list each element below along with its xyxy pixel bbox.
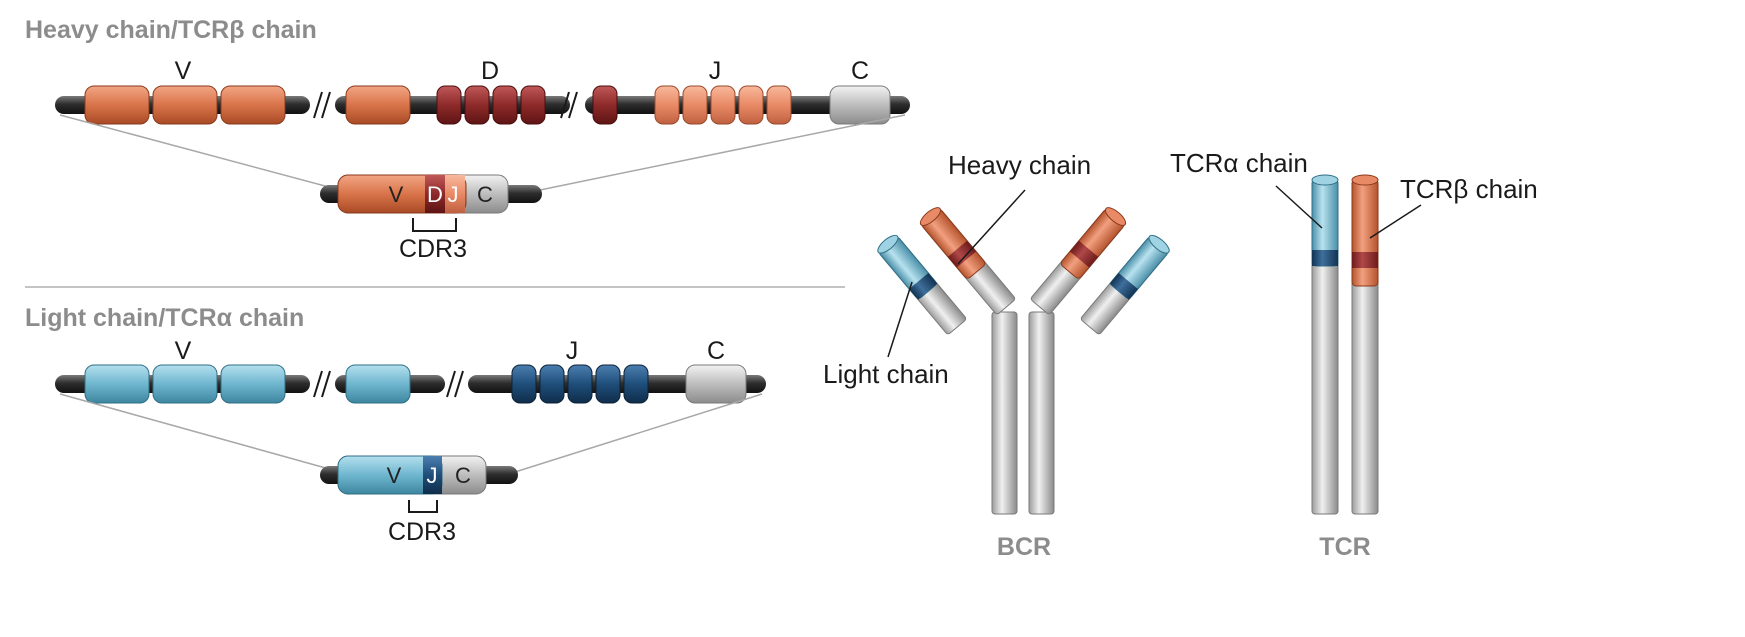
heavy-v-segment [152,85,218,125]
heavy-chain-pointer [957,189,1026,265]
heavy-rearr-d-label: D [427,182,443,207]
light-section-title: Light chain/TCRα chain [25,304,304,332]
bcr-label: BCR [997,533,1051,561]
break-mark [560,91,578,119]
heavy-germline-locus [55,85,910,125]
recombination-line [59,114,341,191]
light-chain-pointer [887,281,913,358]
heavy-j-segment [738,85,764,125]
tcr-structure: TCRα chain TCRβ chain TCR [1170,148,1538,561]
heavy-j-segment [682,85,708,125]
heavy-c-label: C [851,57,869,85]
heavy-rearranged-gene: V D J C [320,174,542,214]
heavy-cdr3-label: CDR3 [399,235,467,263]
heavy-d-segment [520,85,546,125]
light-j-segment [595,364,621,404]
heavy-j-segment [654,85,680,125]
light-j-segment [623,364,649,404]
bcr-right-light-arm [1080,234,1170,335]
light-rearr-c-label: C [455,463,471,488]
heavy-j-segment [766,85,792,125]
bcr-left-light-arm [877,234,967,335]
heavy-d-segment [592,85,618,125]
light-rearr-v-label: V [387,463,402,488]
light-rearranged-gene: V J C [320,455,518,495]
light-chain-section: Light chain/TCRα chain V J C [25,304,766,546]
light-c-segment [685,364,747,404]
heavy-j-segment [710,85,736,125]
light-j-segment [567,364,593,404]
heavy-v-label: V [175,57,192,85]
tcr-alpha-pointer [1275,185,1323,229]
light-v-label: V [175,337,192,365]
heavy-section-title: Heavy chain/TCRβ chain [25,16,317,44]
light-j-region [423,456,442,494]
heavy-d-label: D [481,57,499,85]
heavy-d-segment [436,85,462,125]
light-j-segment [539,364,565,404]
light-c-label: C [707,337,725,365]
light-v-segment [84,364,150,404]
break-mark [446,370,464,398]
heavy-v-segment [84,85,150,125]
tcr-alpha-chain [1311,174,1339,515]
heavy-rearr-c-label: C [477,182,493,207]
tcr-beta-pointer [1369,204,1422,239]
recombination-line [514,393,763,473]
tcr-label: TCR [1319,533,1370,561]
tcr-beta-chain [1351,174,1379,515]
heavy-d-region [425,175,445,213]
tcr-alpha-label: TCRα chain [1170,148,1308,178]
light-j-label: J [566,337,579,365]
tcr-beta-label: TCRβ chain [1400,174,1538,204]
bcr-heavy-stem [991,311,1018,515]
heavy-v-segment [220,85,286,125]
bcr-light-chain-label: Light chain [823,359,949,389]
heavy-rearr-j-label: J [448,182,459,207]
bcr-heavy-chain-label: Heavy chain [948,150,1091,180]
heavy-j-region [445,175,465,213]
bcr-right-heavy-arm [1030,207,1127,315]
break-mark [313,91,331,119]
heavy-v-segment [345,85,411,125]
light-v-segment [345,364,411,404]
break-mark [313,370,331,398]
heavy-c-segment [829,85,891,125]
recombination-line [539,114,906,191]
heavy-d-segment [464,85,490,125]
cdr3-bracket [408,500,438,513]
light-v-segment [220,364,286,404]
heavy-d-segment [492,85,518,125]
heavy-chain-section: Heavy chain/TCRβ chain V D J C [25,16,910,263]
light-cdr3-label: CDR3 [388,518,456,546]
light-j-segment [511,364,537,404]
light-v-segment [152,364,218,404]
recombination-line [59,393,341,473]
light-rearr-j-label: J [427,463,438,488]
light-germline-locus [55,364,766,404]
heavy-rearr-v-label: V [389,182,404,207]
heavy-j-label: J [709,57,722,85]
bcr-left-heavy-arm [919,207,1016,315]
bcr-structure: Heavy chain Light chain BCR [823,150,1170,561]
cdr3-bracket [412,218,457,232]
bcr-heavy-stem [1028,311,1055,515]
